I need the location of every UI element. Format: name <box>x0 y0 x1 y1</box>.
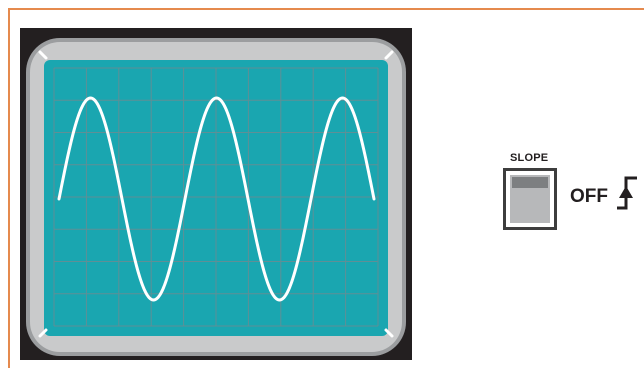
slope-label: SLOPE <box>510 152 549 164</box>
off-label: OFF <box>570 186 608 207</box>
corner-screw-icons <box>38 50 394 338</box>
sine-waveform <box>57 96 376 302</box>
slope-button-cap <box>512 177 548 188</box>
rising-edge-arrow-icon <box>617 176 637 210</box>
oscilloscope <box>20 28 412 360</box>
slope-button[interactable] <box>503 168 557 230</box>
